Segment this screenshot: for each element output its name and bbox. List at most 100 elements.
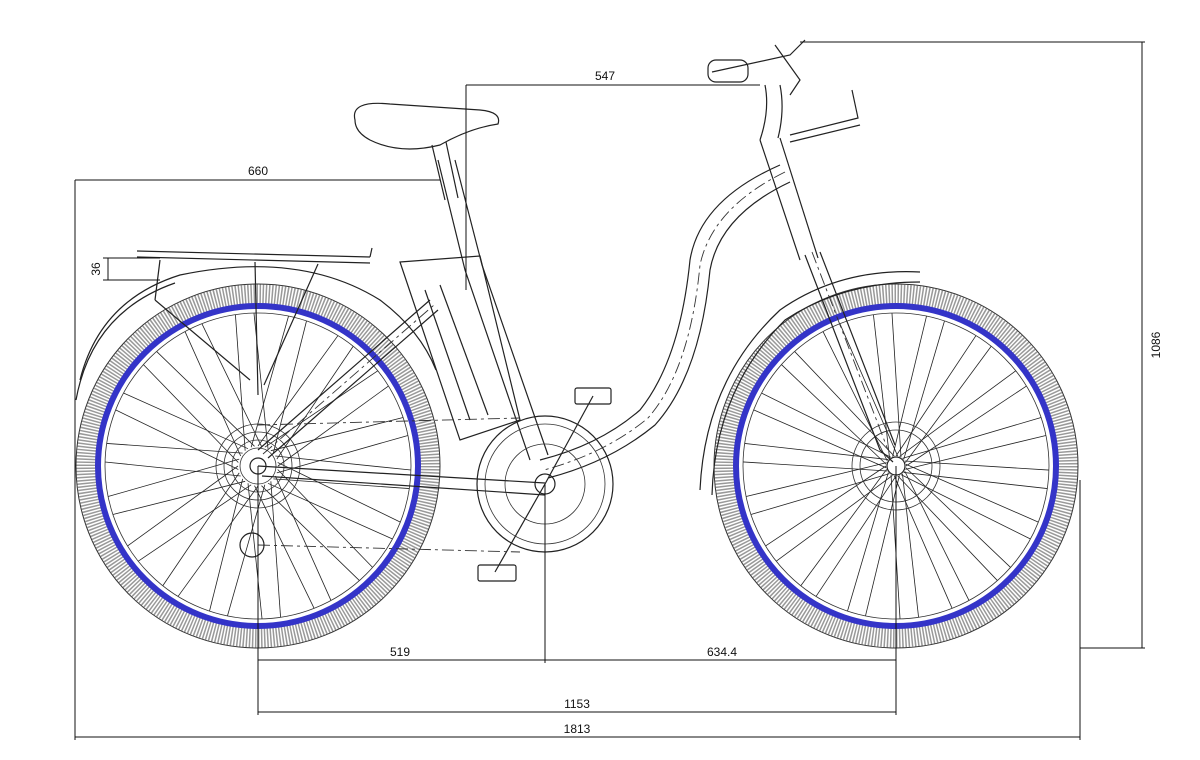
dim-1086-label: 1086: [1149, 331, 1163, 358]
rear-spoke: [177, 485, 259, 597]
chain-stay: [257, 465, 546, 484]
dim-overall-length: 1813: [75, 480, 1081, 740]
rear-spoke: [123, 392, 249, 450]
rear-spoke: [105, 461, 241, 477]
dim-overall-height: 1086: [800, 41, 1163, 649]
rear-spoke: [274, 475, 332, 601]
crank-arm: [494, 483, 546, 573]
front-spoke: [753, 409, 887, 469]
front-spoke: [904, 470, 970, 601]
rear-spoke: [257, 335, 339, 447]
rear-spoke: [276, 435, 409, 474]
rear-spoke: [107, 458, 240, 497]
rear-spoke: [227, 484, 266, 617]
front-spoke: [895, 335, 977, 457]
dim-rack-height: 36: [89, 257, 160, 281]
rear-fender: [79, 266, 437, 381]
rear-spoke: [277, 385, 389, 467]
rear-spoke: [270, 417, 404, 452]
front-spoke: [902, 473, 919, 618]
front-spoke: [839, 323, 899, 457]
dim-handlebar-to-seatpost: 547: [465, 69, 760, 290]
rear-spoke: [264, 370, 378, 448]
rear-spoke: [127, 465, 239, 547]
front-spoke: [847, 472, 889, 612]
pedal-bottom: [477, 564, 517, 582]
down-tube: [539, 164, 781, 461]
front-spoke: [822, 331, 888, 462]
front-spoke: [905, 435, 1047, 470]
dim-547-label: 547: [595, 69, 615, 83]
battery: [399, 255, 521, 441]
rear-spoke: [138, 484, 252, 562]
rear-spoke: [156, 351, 255, 447]
rear-spoke: [184, 331, 242, 457]
front-spoke: [744, 443, 889, 460]
dim-36-label: 36: [89, 262, 103, 276]
front-spoke: [745, 462, 887, 497]
rear-spoke: [261, 485, 360, 581]
rear-spoke: [162, 472, 240, 586]
dim-1153-label: 1153: [564, 697, 590, 711]
front-spokes: [743, 313, 1049, 619]
front-spoke: [905, 463, 1039, 523]
rear-spoke: [112, 480, 246, 515]
front-spoke: [743, 461, 888, 472]
pedal-top: [574, 387, 612, 405]
frame: [257, 39, 896, 496]
front-spoke: [899, 370, 1016, 457]
seat-post: [431, 144, 446, 201]
rear-rack: [136, 247, 373, 396]
rear-spoke: [273, 478, 410, 489]
rear-spokes: [105, 313, 411, 619]
rear-spoke: [235, 314, 246, 451]
front-spoke: [905, 467, 1011, 568]
dim-634-label: 634.4: [707, 645, 737, 659]
rear-spoke: [272, 320, 307, 454]
dim-1813-label: 1813: [564, 722, 591, 736]
dim-axle-to-bb: 519 634.4: [257, 466, 897, 715]
front-spoke: [750, 473, 890, 515]
front-spoke: [903, 472, 1048, 489]
dim-wheelbase: 1153: [258, 697, 896, 713]
front-spoke: [903, 320, 945, 460]
rear-spoke: [277, 469, 373, 568]
stem: [759, 84, 768, 141]
rear-derailleur: [239, 532, 265, 558]
front-spoke: [781, 364, 887, 465]
front-spoke: [893, 475, 953, 609]
seat-stay: [257, 299, 431, 451]
rear-spoke: [277, 462, 401, 523]
rear-spoke: [276, 346, 354, 460]
front-spoke: [891, 313, 902, 458]
front-spoke: [776, 475, 893, 562]
rear-spoke: [275, 455, 411, 471]
front-spoke: [902, 417, 1042, 459]
front-spoke: [897, 475, 998, 581]
rear-spoke: [106, 443, 243, 454]
front-spoke: [905, 385, 1027, 467]
front-spoke: [892, 315, 927, 457]
front-spoke: [904, 460, 1049, 471]
rear-spoke: [201, 323, 262, 447]
rear-spoke: [267, 482, 393, 540]
dim-660-label: 660: [248, 164, 268, 178]
front-spoke: [800, 469, 887, 586]
dim-519-label: 519: [390, 645, 410, 659]
front-spoke: [865, 475, 900, 617]
front-basket-mount: [789, 89, 859, 136]
chain: [257, 417, 521, 426]
rear-spoke: [270, 481, 281, 618]
front-spoke: [815, 475, 897, 597]
dim-rear-to-seatpost: 660: [74, 164, 440, 740]
handlebar: [711, 39, 806, 73]
front-spoke: [905, 346, 992, 463]
fork: [804, 254, 894, 463]
saddle: [353, 102, 500, 201]
rear-spoke: [250, 315, 289, 448]
rear-spoke: [247, 483, 263, 619]
front-fender: [699, 271, 921, 491]
rear-spoke: [254, 485, 315, 609]
